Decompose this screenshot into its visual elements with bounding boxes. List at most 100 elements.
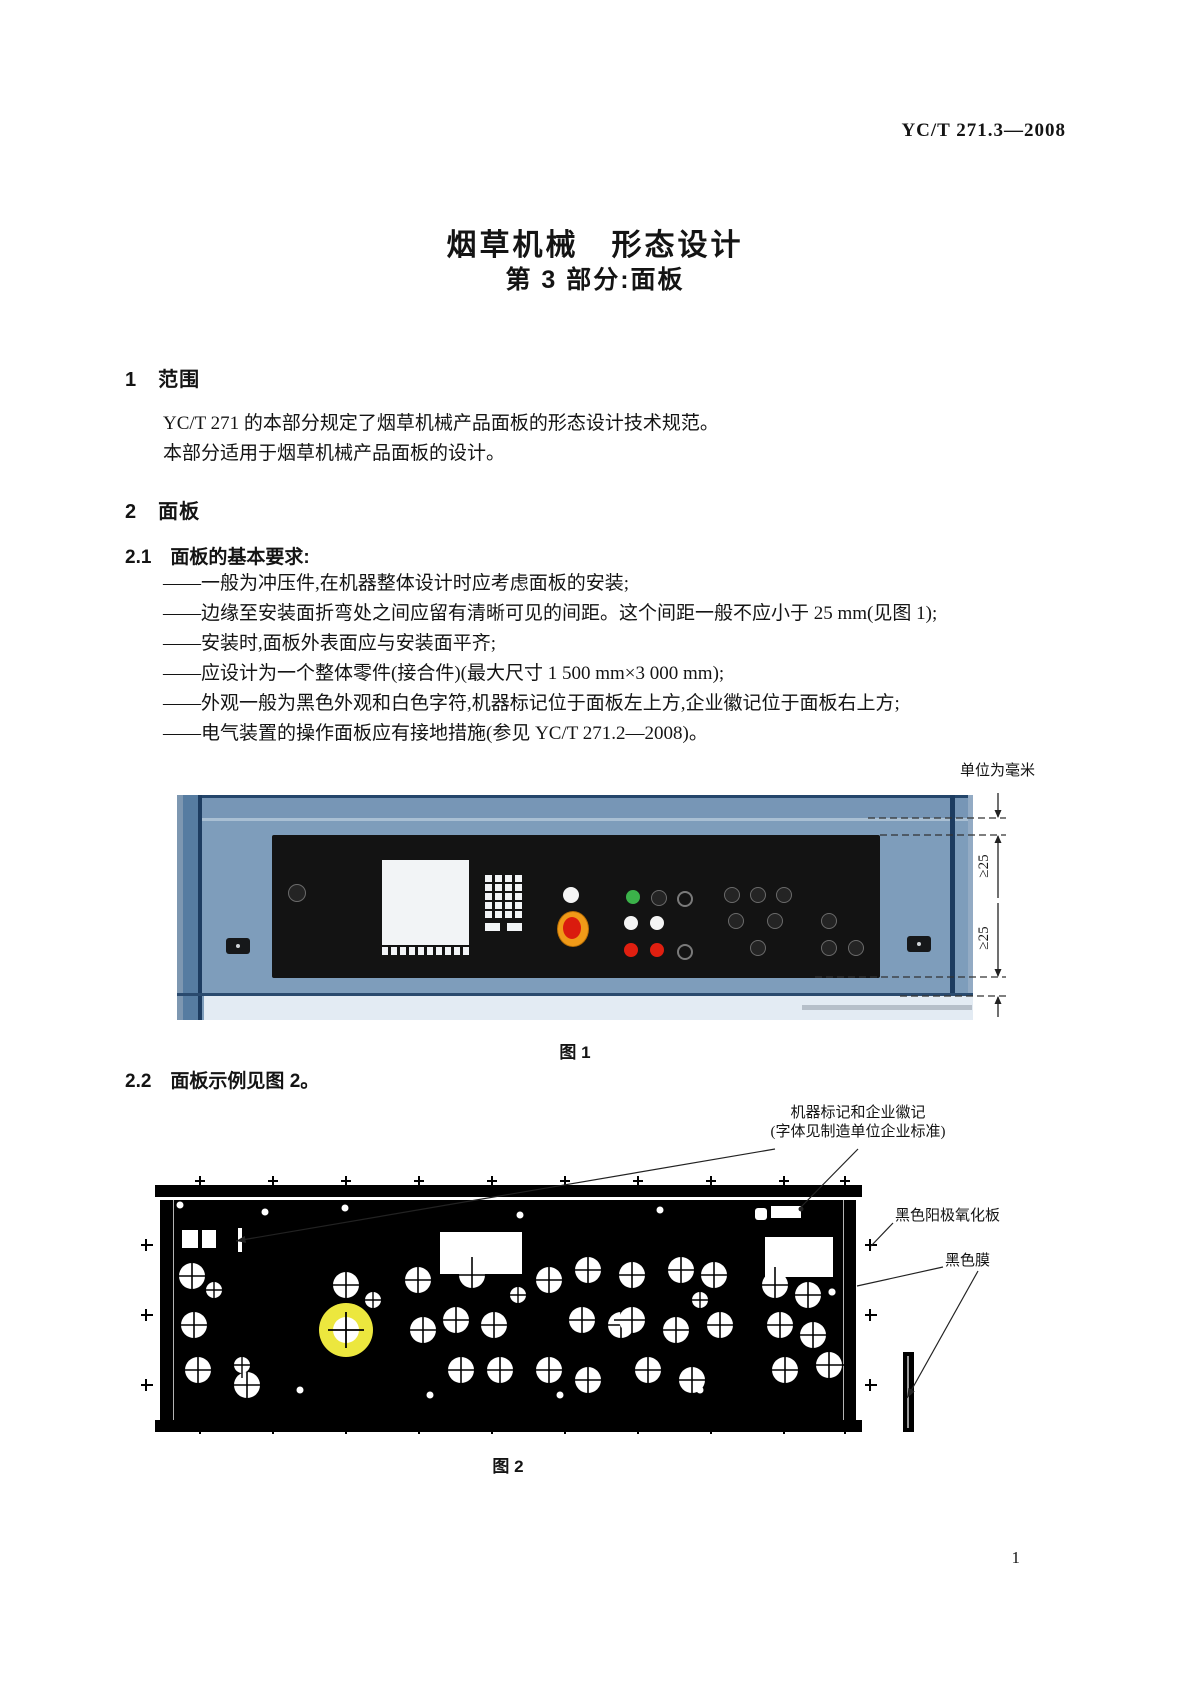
panel-knob	[728, 913, 744, 929]
machine-top-fold-strip	[177, 798, 973, 818]
panel-knob	[724, 887, 740, 903]
document-title: 烟草机械 形态设计	[446, 229, 744, 262]
machine-left-fold-line	[198, 795, 202, 1020]
edge-tick-mark	[145, 1239, 147, 1251]
enterprise-mark-logo	[755, 1208, 767, 1220]
leader-to-side-profile	[906, 1270, 979, 1399]
requirement-item: ——应设计为一个整体零件(接合件)(最大尺寸 1 500 mm×3 000 mm…	[163, 663, 725, 684]
clause-2-1-heading: 2.1 面板的基本要求:	[125, 547, 310, 568]
edge-tick-mark	[865, 1244, 877, 1246]
left-connector-block	[226, 938, 250, 954]
panel-knob	[750, 887, 766, 903]
keypad-key	[485, 893, 492, 900]
tick-mark	[783, 1418, 785, 1434]
machine-left-edge	[177, 795, 183, 1020]
indicator-light-green	[626, 890, 640, 904]
machine-right-fold-line	[950, 795, 955, 1020]
panel-ring-button	[677, 944, 693, 960]
requirement-item: ——电气装置的操作面板应有接地措施(参见 YC/T 271.2—2008)。	[163, 723, 708, 744]
machine-top-edge	[177, 795, 973, 798]
tick-mark	[268, 1180, 278, 1182]
tick-mark	[272, 1418, 274, 1434]
panel-window-right	[765, 1237, 833, 1277]
tick-mark	[199, 1176, 201, 1192]
indicator-light-white	[624, 916, 638, 930]
callout-machine-mark-line2: (字体见制造单位企业标准)	[770, 1124, 946, 1140]
edge-tick-mark	[141, 1314, 153, 1316]
edge-tick-mark	[141, 1384, 153, 1386]
panel-inner-line-left	[173, 1200, 174, 1420]
panel-display-screen	[382, 860, 469, 945]
tick-mark	[560, 1180, 570, 1182]
machine-top-seam	[177, 818, 973, 821]
keypad-key	[515, 875, 522, 882]
figure-2-panel-drawing	[141, 1170, 881, 1450]
figure-1-machine-panel-photo	[177, 795, 973, 1020]
dimension-arrow-down	[994, 810, 1002, 818]
requirement-item: ——外观一般为黑色外观和白色字符,机器标记位于面板左上方,企业徽记位于面板右上方…	[163, 693, 900, 714]
machine-mark-logo	[238, 1228, 242, 1252]
keypad-key	[505, 893, 512, 900]
figure-1-caption: 图 1	[559, 1043, 591, 1062]
softkey	[427, 947, 433, 955]
softkey	[382, 947, 388, 955]
standard-number-header: YC/T 271.3—2008	[901, 120, 1066, 141]
tick-mark	[779, 1428, 789, 1430]
indicator-light-red	[624, 943, 638, 957]
tick-mark	[195, 1428, 205, 1430]
machine-right-edge	[968, 795, 973, 1020]
tick-mark	[840, 1428, 850, 1430]
tick-mark	[341, 1428, 351, 1430]
edge-tick-mark	[869, 1239, 871, 1251]
edge-tick-mark	[145, 1309, 147, 1321]
panel-knob	[821, 940, 837, 956]
indicator-light-white	[650, 916, 664, 930]
edge-tick-mark	[865, 1384, 877, 1386]
clause-2-2-text: 2.2 面板示例见图 2。	[125, 1071, 320, 1092]
panel-softkey-strip	[382, 947, 472, 955]
keypad-key	[495, 902, 502, 909]
tick-mark	[345, 1176, 347, 1192]
edge-tick-mark	[145, 1379, 147, 1391]
dimension-arrow-down	[994, 969, 1002, 977]
edge-tick-mark	[141, 1244, 153, 1246]
black-operator-panel	[272, 835, 880, 978]
softkey	[409, 947, 415, 955]
keypad-wide-key	[485, 923, 500, 931]
panel-side-profile-film-line	[907, 1356, 909, 1428]
keypad-key	[495, 875, 502, 882]
panel-knob	[848, 940, 864, 956]
keypad-key	[505, 902, 512, 909]
tick-mark	[710, 1418, 712, 1434]
keypad-key	[505, 911, 512, 918]
tick-mark	[487, 1428, 497, 1430]
softkey	[400, 947, 406, 955]
keypad-key	[515, 902, 522, 909]
panel-top-mounting-bar	[155, 1185, 862, 1197]
edge-tick-mark	[865, 1314, 877, 1316]
softkey	[436, 947, 442, 955]
requirement-item: ——一般为冲压件,在机器整体设计时应考虑面板的安装;	[163, 573, 630, 594]
tick-mark	[414, 1428, 424, 1430]
panel-knob	[776, 887, 792, 903]
section-1-paragraph-2: 本部分适用于烟草机械产品面板的设计。	[163, 443, 506, 464]
page-number: 1	[1011, 1548, 1021, 1567]
section-1-heading: 1 范围	[125, 369, 201, 391]
section-1-paragraph-1: YC/T 271 的本部分规定了烟草机械产品面板的形态设计技术规范。	[163, 413, 719, 434]
keypad-key	[505, 884, 512, 891]
tick-mark	[710, 1176, 712, 1192]
dimension-label-top: ≥25	[976, 854, 992, 878]
softkey	[445, 947, 451, 955]
tick-mark	[272, 1176, 274, 1192]
keypad-key	[515, 911, 522, 918]
document-subtitle: 第 3 部分:面板	[505, 266, 685, 294]
tick-mark	[637, 1418, 639, 1434]
keypad-key	[495, 911, 502, 918]
callout-machine-mark-label: 机器标记和企业徽记 (字体见制造单位企业标准)	[733, 1104, 983, 1142]
emergency-stop-center	[563, 917, 581, 939]
softkey	[391, 947, 397, 955]
machine-mark-logo	[202, 1230, 216, 1248]
tick-mark	[268, 1428, 278, 1430]
keypad-key	[505, 875, 512, 882]
keypad-key	[485, 884, 492, 891]
